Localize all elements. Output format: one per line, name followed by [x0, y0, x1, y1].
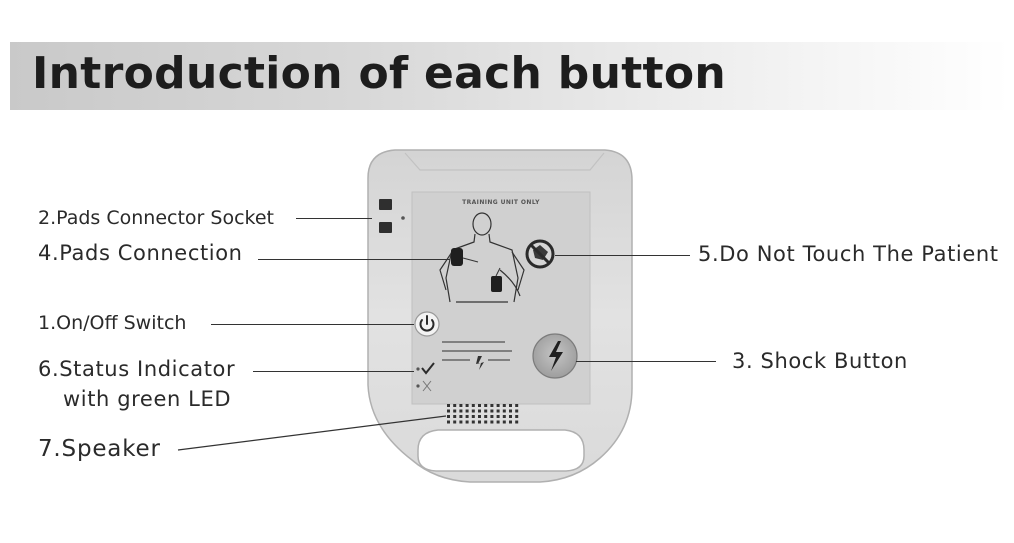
speaker-hole — [471, 404, 475, 407]
speaker-hole — [447, 409, 450, 413]
speaker-hole — [509, 415, 512, 418]
speaker-hole — [484, 409, 488, 413]
speaker-hole — [453, 415, 457, 418]
speaker-hole — [502, 404, 506, 407]
leader-pads-socket — [296, 218, 372, 219]
callout-shock-button: 3. Shock Button — [732, 349, 908, 373]
callout-status-green-led: with green LED — [63, 387, 232, 411]
title-bar: Introduction of each button — [10, 42, 1010, 110]
speaker-hole — [465, 404, 469, 407]
page-title: Introduction of each button — [32, 48, 727, 99]
led-icon — [422, 380, 432, 392]
speaker-hole — [471, 415, 475, 418]
power-button[interactable] — [414, 311, 440, 337]
speaker-hole — [465, 409, 469, 413]
speaker-hole — [490, 404, 494, 407]
status-indicator — [416, 362, 435, 392]
speaker-hole — [465, 415, 469, 418]
speaker-hole — [502, 420, 506, 424]
instruction-bolt — [476, 356, 484, 370]
speaker-hole — [509, 404, 512, 407]
speaker-hole — [459, 420, 463, 424]
speaker-hole — [484, 404, 488, 407]
speaker-hole — [465, 420, 469, 424]
speaker-hole — [459, 404, 463, 407]
speaker-hole — [502, 409, 506, 413]
callout-do-not-touch: 5.Do Not Touch The Patient — [698, 242, 999, 266]
callout-pads-connection: 4.Pads Connection — [38, 241, 243, 265]
callout-status-indicator: 6.Status Indicator — [38, 357, 236, 381]
leader-pads-connection — [258, 259, 450, 260]
speaker-hole — [515, 409, 519, 413]
speaker-hole — [471, 420, 475, 424]
lightning-icon — [549, 341, 563, 371]
callout-speaker: 7.Speaker — [38, 436, 161, 462]
speaker-hole — [509, 420, 512, 424]
speaker-hole — [484, 420, 488, 424]
shock-button[interactable] — [532, 333, 578, 379]
speaker-hole — [502, 415, 506, 418]
no-touch-icon — [525, 239, 555, 269]
leader-on-off — [211, 324, 414, 325]
leader-shock — [576, 361, 716, 362]
trainer-caption: TRAINING UNIT ONLY — [462, 199, 540, 206]
speaker-hole — [453, 420, 457, 424]
speaker-hole — [515, 420, 519, 424]
speaker-hole — [509, 409, 512, 413]
speaker-hole — [496, 409, 500, 413]
speaker-hole — [478, 420, 481, 424]
pads-connection[interactable] — [451, 248, 502, 292]
speaker-hole — [496, 415, 500, 418]
speaker-hole — [447, 420, 450, 424]
speaker-hole — [490, 415, 494, 418]
instruction-text — [442, 341, 512, 361]
callout-on-off-switch: 1.On/Off Switch — [38, 312, 187, 334]
speaker-hole — [459, 409, 463, 413]
speaker-hole — [478, 404, 481, 407]
speaker-hole — [459, 415, 463, 418]
speaker-hole — [496, 404, 500, 407]
power-icon — [419, 315, 435, 332]
leader-do-not-touch — [555, 255, 690, 256]
speaker-hole — [453, 404, 457, 407]
pads-connector-socket[interactable] — [379, 199, 405, 233]
speaker-hole — [490, 409, 494, 413]
speaker-hole — [515, 415, 519, 418]
speaker-hole — [490, 420, 494, 424]
device-bevel — [404, 152, 605, 171]
speaker-grille — [447, 404, 519, 424]
speaker-hole — [471, 409, 475, 413]
speaker-hole — [478, 415, 481, 418]
leader-status — [253, 371, 414, 372]
callout-pads-connector-socket: 2.Pads Connector Socket — [38, 207, 275, 229]
speaker-hole — [484, 415, 488, 418]
speaker-hole — [453, 409, 457, 413]
speaker-hole — [478, 409, 481, 413]
patient-illustration — [439, 212, 525, 303]
check-icon — [421, 362, 435, 375]
speaker-hole — [447, 404, 450, 407]
speaker-hole — [496, 420, 500, 424]
speaker-hole — [515, 404, 519, 407]
speaker-hole — [447, 415, 450, 418]
